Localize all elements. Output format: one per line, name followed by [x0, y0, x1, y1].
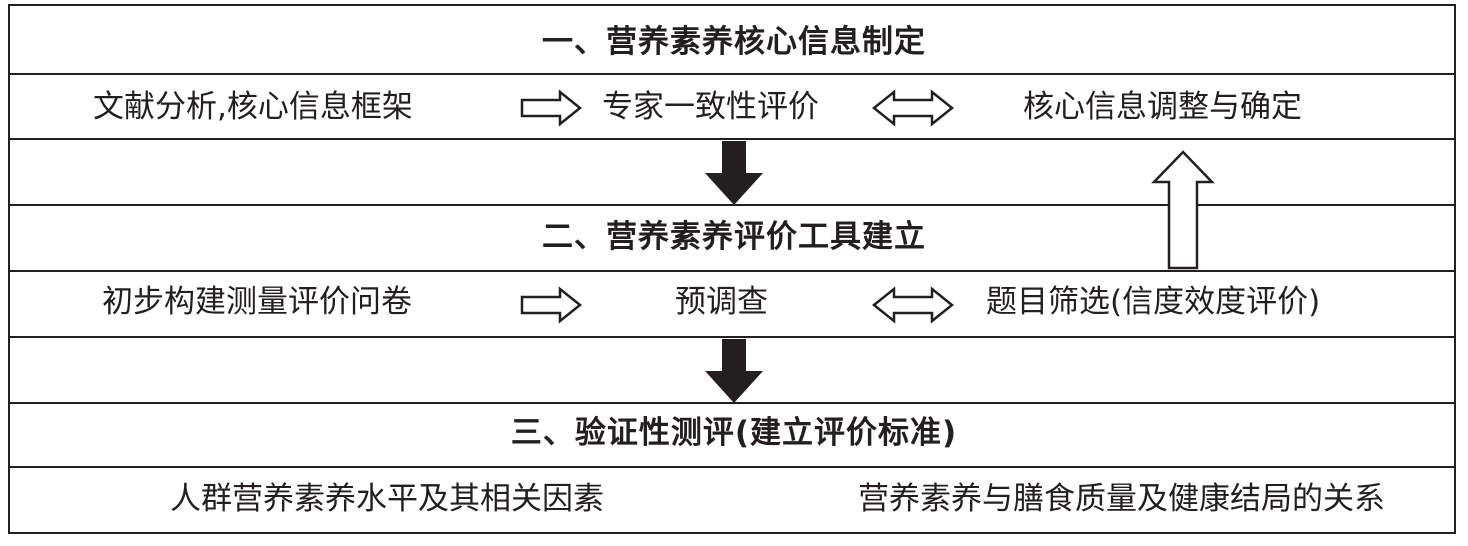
row-divider: [8, 466, 1456, 468]
double-arrow-icon: [871, 89, 955, 127]
row-divider: [8, 402, 1456, 404]
down-arrow-icon: [705, 339, 763, 403]
stage-2-step-2: 预调查: [675, 284, 768, 320]
stage-1-step-2: 专家一致性评价: [602, 89, 819, 125]
row-divider: [8, 204, 1456, 206]
stage-3-item-1: 人群营养素养水平及其相关因素: [170, 481, 604, 517]
stage-2-step-1: 初步构建测量评价问卷: [102, 284, 412, 320]
stage-1-step-3: 核心信息调整与确定: [1023, 89, 1302, 125]
double-arrow-icon: [871, 286, 955, 324]
stage-1-step-1: 文献分析,核心信息框架: [93, 89, 413, 125]
row-divider: [8, 336, 1456, 338]
right-arrow-icon: [520, 89, 583, 127]
stage-3-item-2: 营养素养与膳食质量及健康结局的关系: [858, 481, 1385, 517]
stage-2-step-3: 题目筛选(信度效度评价): [986, 284, 1321, 320]
stage-2-title: 二、营养素养评价工具建立: [542, 219, 926, 255]
down-arrow-icon: [705, 141, 763, 205]
stage-1-title: 一、营养素养核心信息制定: [542, 24, 926, 60]
row-divider: [8, 138, 1456, 140]
row-divider: [8, 73, 1456, 75]
up-arrow-icon: [1151, 150, 1215, 270]
row-divider: [8, 270, 1456, 272]
diagram-frame: [8, 4, 1456, 534]
right-arrow-icon: [520, 286, 583, 324]
stage-3-title: 三、验证性测评(建立评价标准): [510, 415, 958, 451]
